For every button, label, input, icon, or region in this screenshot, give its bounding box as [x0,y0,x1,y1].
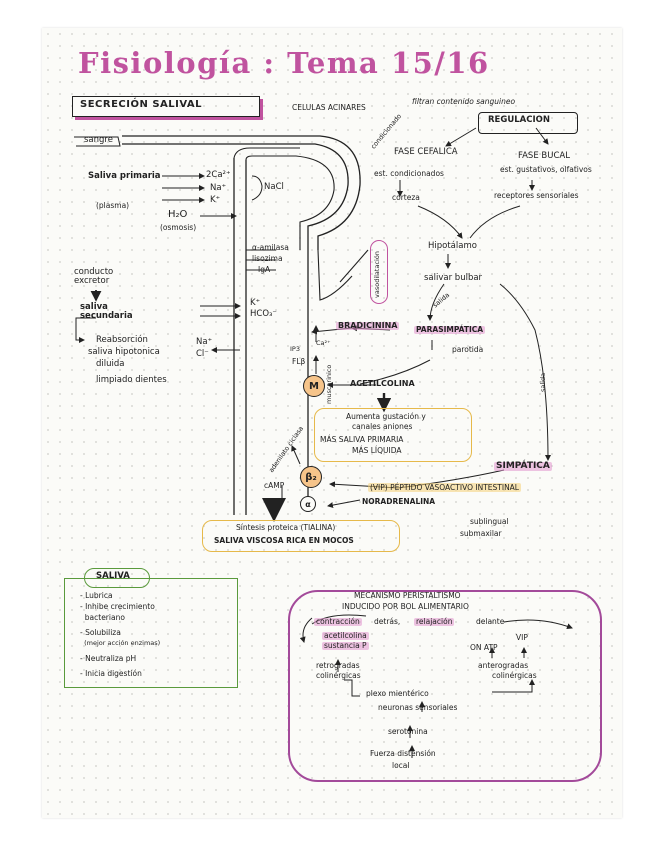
saliva-box [64,578,238,688]
colinergicas2-label: colinérgicas [492,671,537,680]
camp-label: cAMP [264,481,285,490]
aumenta-line2: canales aniones [352,422,413,431]
sublingual-label: sublingual [470,517,509,526]
acetilcolina-p-label: acetilcolina [322,631,369,640]
saliva-secundaria-label: saliva secundaria [80,302,133,321]
receptores-label: receptores sensoriales [494,191,579,200]
relajacion-label: relajación [414,617,455,626]
na2-ion: Na⁺ [196,337,213,347]
sintesis-pill [202,520,400,552]
saliva-item-5: - Neutraliza pH [80,654,137,663]
submaxilar-label: submaxilar [460,529,502,538]
acinares-label: CELULAS ACINARES [292,103,366,112]
receptor-alpha: α [300,496,316,512]
vasodilatacion-label: vasodilatación [373,251,381,298]
acetilcolina-label: ACETILCOLINA [350,379,415,388]
filtran-label: filtran contenido sanguineo [412,97,516,106]
saliva-item-0: - Lubrica [80,591,113,600]
flbeta-label: FLβ [292,357,306,366]
h2o-label: H₂O [168,209,188,220]
fase-bucal-label: FASE BUCAL [518,151,570,161]
ca-label: Ca²⁺ [316,339,331,347]
parotida-label: parotida [452,345,484,354]
salivar-bulbar-label: salivar bulbar [424,273,483,283]
saliva-hipotonica-label: saliva hipotonica [88,347,160,357]
k-ion: K⁺ [210,195,221,205]
local-label: local [392,761,410,770]
detras-label: detrás, [374,617,401,626]
na-ion: Na⁺ [210,183,227,193]
vasodilatacion-pill [370,240,388,304]
aumenta-line1: Aumenta gustación y [346,412,426,421]
corteza-label: corteza [392,193,420,202]
iga-label: IgA [258,265,271,274]
saliva-item-2: bacteriano [80,613,125,622]
viscosa-label: SALIVA VISCOSA RICA EN MOCOS [214,536,354,545]
retrogradas-label: retrogradas [316,661,360,670]
fase-cefalica-label: FASE CEFALICA [394,147,458,157]
neuronas-label: neuronas sensoriales [378,703,458,712]
reabsorcion-label: Reabsorción [96,335,148,345]
conducto-excretor-label: conducto excretor [74,267,114,286]
hipotalamo-label: Hipotálamo [428,241,477,251]
receptor-beta: β₂ [300,466,322,488]
saliva-title: SALIVA [96,571,130,581]
ca-ion: 2Ca²⁺ [206,170,231,180]
fase-cefalica-sub: est. condicionados [374,169,444,178]
limpiado-label: limpiado dientes [96,375,167,385]
saliva-item-1: - Inhibe crecimiento [80,602,155,611]
sangre-label: sangre [84,135,113,145]
anterogradas-label: anterogradas [478,661,529,670]
aumenta-line3: MÁS SALIVA PRIMARIA [320,435,404,444]
saliva-title-pill [84,568,150,588]
vip-label: (VIP) PÉPTIDO VASOACTIVO INTESTINAL [368,483,521,492]
k2-ion: K⁺ [250,298,261,308]
simpatica-label: SIMPÁTICA [494,461,552,472]
parasimpatica-label: PARASIMPÁTICA [414,325,486,334]
salida2-label: salida [539,372,547,392]
serotonina-label: serotonina [388,727,428,736]
delante-label: delante [476,617,505,626]
regulacion-box [478,112,578,134]
bradicinina-label: BRADICININA [336,321,400,331]
peristaltismo-title1: MECANISMO PERISTALTISMO [354,591,461,600]
vip-text: (VIP) PÉPTIDO VASOACTIVO INTESTINAL [368,483,521,492]
osmosis-label: (osmosis) [160,223,197,232]
noradrenalina-label: NORADRENALINA [362,497,436,506]
nacl-label: NaCl [264,182,284,192]
peristaltismo-box [288,590,602,782]
saliva-item-6: - Inicia digestión [80,669,142,678]
notebook-page [42,28,622,818]
lisozima-label: lisozima [252,254,283,263]
fuerza-label: Fuerza distensión [370,749,436,758]
ip3-label: IP3 [290,345,300,353]
saliva-primaria-label: Saliva primaria [88,171,161,181]
saliva-item-4: (mejor acción enzimas) [80,639,161,647]
aumenta-pill [314,408,472,462]
fase-bucal-sub: est. gustativos, olfativos [500,165,592,174]
receptor-m: M [303,375,325,397]
section-title-box [72,96,260,117]
saliva-item-3: - Solubiliza [80,628,121,637]
hco3-ion: HCO₃⁻ [250,309,277,319]
aumenta-line4: MÁS LÍQUIDA [352,446,402,455]
plasma-label: (plasma) [96,201,130,210]
sintesis-label: Síntesis proteica (TIALINA) [236,523,336,532]
diluida-label: diluida [96,359,125,369]
peristaltismo-title2: INDUCIDO POR BOL ALIMENTARIO [342,602,469,611]
on-atp-label: ON ATP [470,643,498,652]
contraccion-label: contracción [314,617,362,626]
vip-p-label: VIP [516,633,528,642]
section-title: SECRECIÓN SALIVAL [80,99,203,110]
colinergicas-label: colinérgicas [316,671,361,680]
amilasa-label: α-amilasa [252,243,289,252]
plexo-label: plexo mientérico [366,689,429,698]
sustancia-p-label: sustancia P [322,641,369,650]
regulacion-title: REGULACION [488,115,550,125]
cl-ion: Cl⁻ [196,349,209,359]
page-title: Fisiología : Tema 15/16 [78,46,490,80]
muscarinico-label: muscarinico [325,364,333,404]
